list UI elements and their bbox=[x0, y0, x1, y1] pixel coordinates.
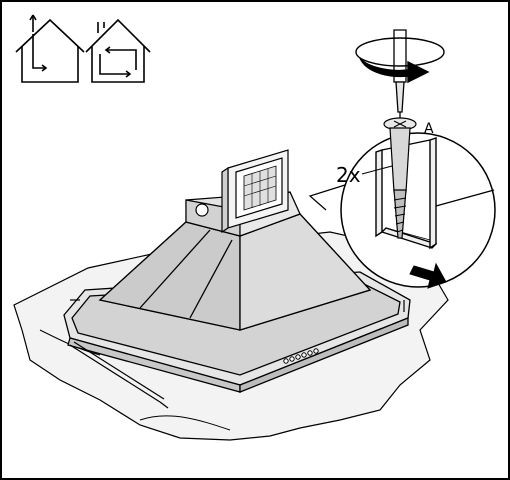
quantity-label: 2x bbox=[336, 163, 361, 187]
control-buttons bbox=[283, 348, 319, 364]
rotate-clockwise-arrow-icon bbox=[355, 37, 445, 84]
carbon-filter-frame bbox=[221, 149, 289, 234]
house-recirculation-icon bbox=[85, 18, 151, 83]
hood-canopy bbox=[98, 213, 372, 331]
house-ducted-extraction-icon bbox=[15, 14, 85, 83]
screw-label: A bbox=[424, 121, 434, 137]
screwdriver-icon bbox=[393, 29, 407, 118]
quantity-leader bbox=[361, 165, 393, 175]
side-rails bbox=[69, 299, 405, 409]
mounting-bracket bbox=[375, 137, 495, 250]
slide-out-arrow-icon bbox=[409, 262, 447, 289]
screw-a bbox=[383, 117, 417, 239]
